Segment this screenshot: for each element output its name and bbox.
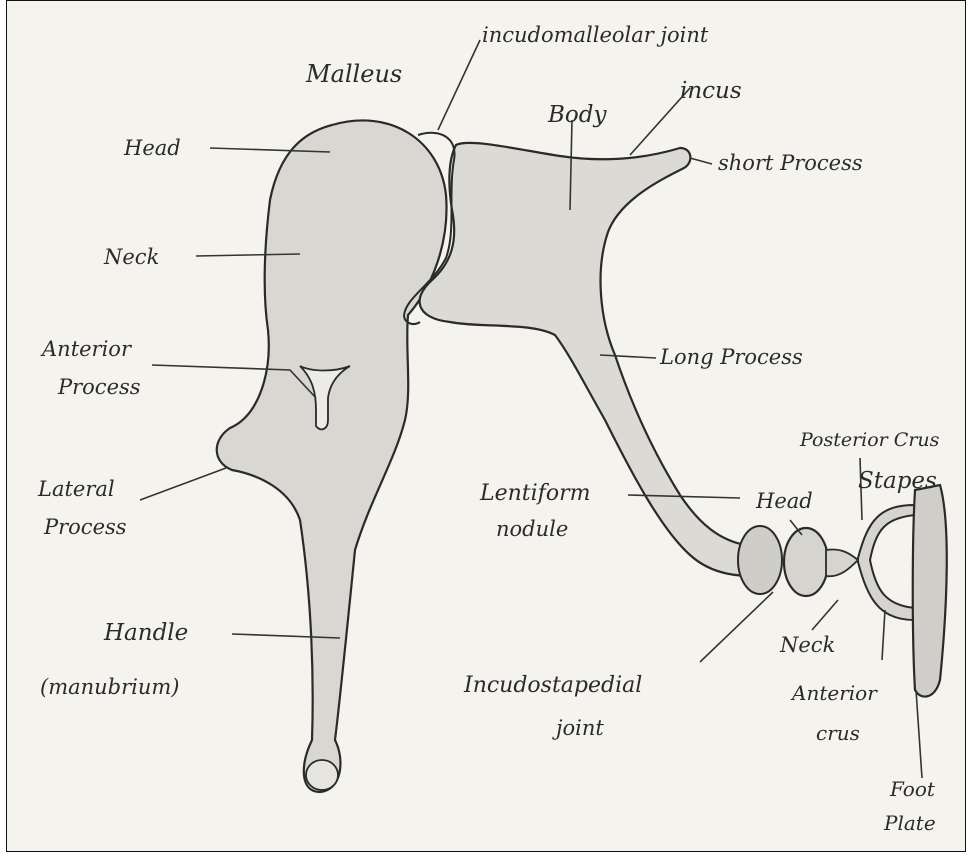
leader-foot-plate [916,690,922,778]
lentiform-nodule [738,526,782,594]
label-lateral-process-line2: Process [43,515,127,539]
label-anterior-process-line2: Process [57,375,141,399]
stapes-bone [784,485,947,697]
label-head-malleus: Head [123,136,181,160]
label-lentiform-line1: Lentiform [479,481,590,506]
label-anterior-crus-line1: Anterior [790,681,878,705]
leader-incudomalleolar [438,40,480,130]
leader-lateral-process [140,468,226,500]
label-incus: incus [680,78,742,104]
label-neck-stapes: Neck [779,633,835,657]
leader-neck-stapes [812,600,838,630]
label-foot-plate-line2: Plate [883,811,936,835]
label-incudostapedial-line2: joint [552,716,604,740]
label-anterior-process-line1: Anterior [40,337,133,361]
leader-anterior-crus [882,610,885,660]
label-lentiform-line2: nodule [496,517,568,541]
label-incudostapedial-line1: Incudostapedial [463,673,642,698]
label-incudomalleolar-joint: incudomalleolar joint [482,23,709,47]
leader-incudostapedial [700,592,773,662]
label-stapes: Stapes [858,468,937,494]
label-short-process: short Process [718,151,863,175]
label-posterior-crus: Posterior Crus [799,429,940,451]
label-handle-line1: Handle [103,620,188,646]
label-handle-line2: (manubrium) [40,675,180,699]
label-neck-malleus: Neck [103,245,159,269]
label-malleus: Malleus [305,60,402,88]
label-body: Body [547,102,607,128]
label-lateral-process-line1: Lateral [37,477,115,501]
leader-short-process [690,158,712,164]
label-foot-plate-line1: Foot [889,777,936,801]
label-long-process: Long Process [659,345,803,369]
malleus-bone [217,120,447,792]
label-anterior-crus-line2: crus [816,721,860,745]
label-head-stapes: Head [755,489,813,513]
